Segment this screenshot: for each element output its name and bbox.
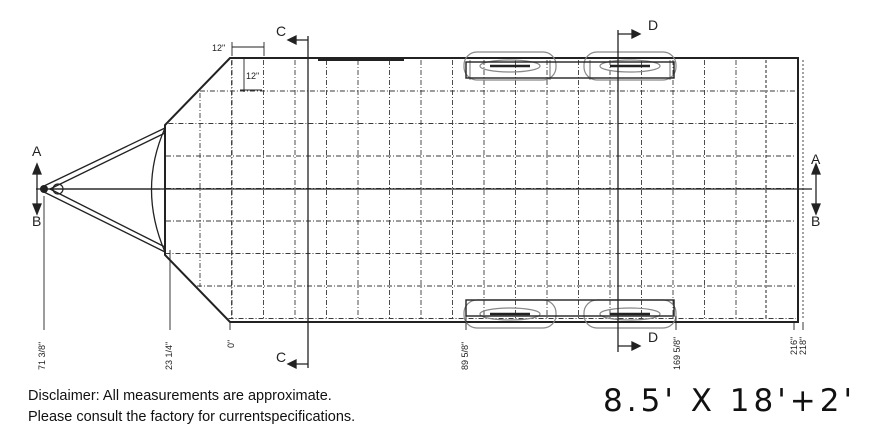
dimension-0: 0" [226,340,236,348]
section-a-label-left: A [32,143,42,159]
grid-dimension-callout [231,42,265,92]
section-a-label-right: A [811,151,821,167]
section-c-label-top: C [276,23,286,39]
trailer-size-label: 8.5' X 18'+2' [603,383,856,419]
disclaimer-line-2: Please consult the factory for currentsp… [28,409,356,425]
section-ab-marker-right [811,162,821,216]
section-d-label-bottom: D [648,329,658,345]
section-d-marker [617,28,642,352]
dimension-216: 216" [789,337,799,355]
section-c-marker [286,34,309,370]
deck-stripe [318,57,404,61]
grid-dimension-vertical: 12" [246,71,259,81]
section-b-label-left: B [32,213,41,229]
section-b-label-right: B [811,213,820,229]
axle-bar-top [465,61,675,79]
grid-dimension-horizontal: 12" [212,43,225,53]
deck-outline [164,57,799,323]
section-ab-marker-left [32,162,42,216]
dimension-23-1-4: 23 1/4" [164,342,174,370]
dimension-extension-lines [43,196,804,330]
dimension-218: 218" [798,337,808,355]
section-d-label-top: D [648,17,658,33]
deck-grid [165,60,796,320]
disclaimer: Disclaimer: All measurements are approxi… [28,386,355,428]
dimension-71-3-8: 71 3/8" [37,342,47,370]
dimension-89-5-8: 89 5/8" [460,342,470,370]
fender-top-left [463,51,557,81]
disclaimer-line-1: Disclaimer: All measurements are approxi… [28,388,332,404]
axle-bar-bottom [465,299,675,317]
fender-top-right [583,51,677,81]
trailer-tongue [40,127,166,253]
dimension-169-5-8: 169 5/8" [672,337,682,370]
trailer-plan-drawing: C C D D A B A B 12" 12" [32,17,821,370]
section-c-label-bottom: C [276,349,286,365]
